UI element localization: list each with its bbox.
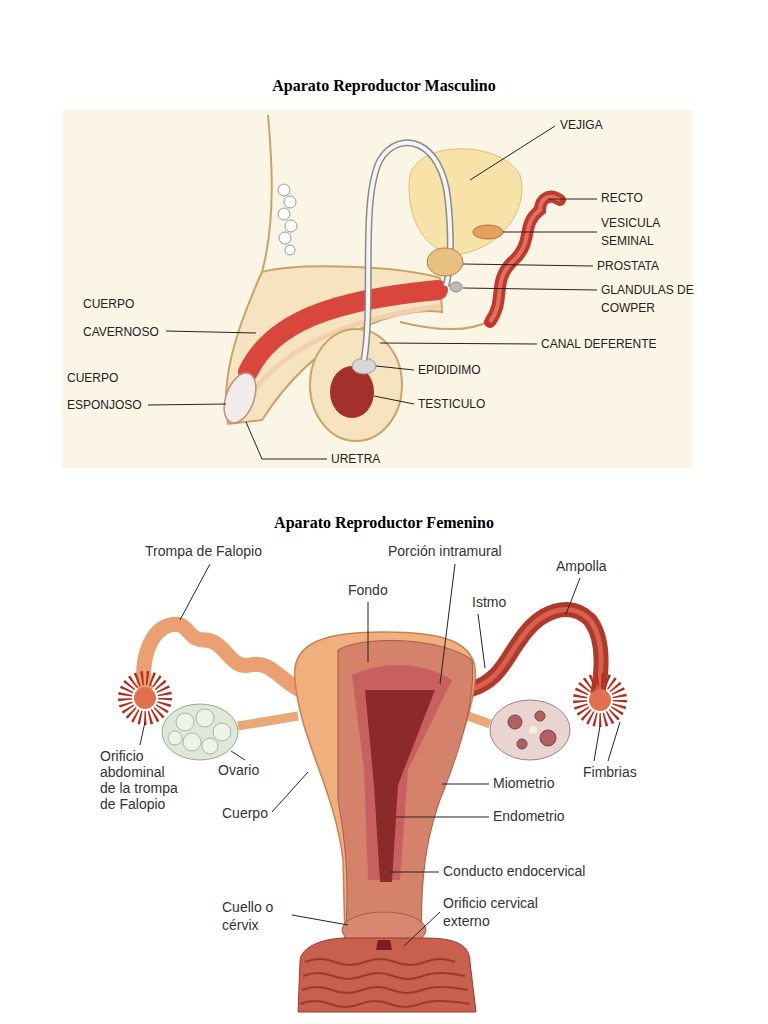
part-label: Trompa de Falopio — [145, 543, 262, 560]
part-label: Conducto endocervical — [443, 863, 585, 880]
male-illustration — [218, 115, 560, 441]
part-label: CUERPO ESPONJOSO — [67, 365, 147, 419]
panel-ground — [62, 110, 692, 468]
part-label: URETRA — [331, 451, 380, 467]
part-label: Istmo — [472, 594, 506, 611]
part-label: Miometrio — [493, 775, 554, 792]
part-label: Cuello o cérvix — [222, 898, 287, 934]
part-label: Porción intramural — [388, 543, 502, 560]
leader-lines — [148, 126, 597, 459]
part-label: VEJIGA — [560, 117, 603, 133]
part-label: Endometrio — [493, 808, 565, 825]
part-label: Fimbrias — [583, 764, 637, 781]
part-label: VESICULA SEMINAL — [601, 214, 676, 250]
female-illustration — [125, 610, 620, 1012]
panel-heading: Aparato Reproductor Masculino — [272, 76, 495, 96]
part-label: Ampolla — [556, 558, 607, 575]
part-label: Ovario — [218, 762, 259, 779]
panel-heading: Aparato Reproductor Femenino — [274, 513, 494, 533]
part-label: Orificio cervical externo — [443, 894, 547, 930]
part-label: EPIDIDIMO — [418, 362, 481, 378]
part-label: CANAL DEFERENTE — [541, 336, 657, 352]
part-label: Cuerpo — [222, 805, 268, 822]
part-label: TESTICULO — [418, 396, 485, 412]
part-label: RECTO — [601, 190, 643, 206]
part-label: PROSTATA — [597, 258, 659, 274]
leader-lines — [140, 564, 620, 946]
part-label: CUERPO CAVERNOSO — [83, 290, 163, 346]
part-label: Orificio abdominal de la trompa de Falop… — [100, 748, 181, 812]
part-label: GLANDULAS DE COWPER — [601, 281, 706, 317]
part-label: Fondo — [348, 582, 388, 599]
